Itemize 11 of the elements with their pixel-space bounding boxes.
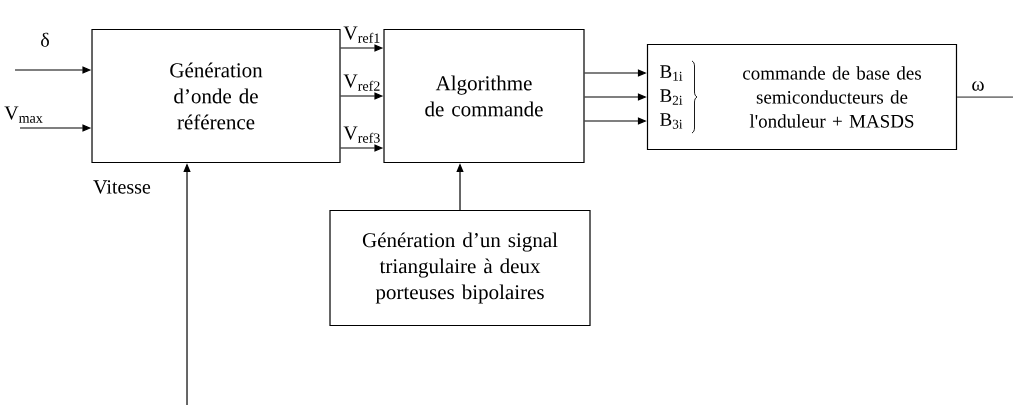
block-box: Génération d’onde de référence xyxy=(91,28,341,164)
edge-label: δ xyxy=(41,32,49,47)
block-box: Algorithme de commande xyxy=(383,28,585,164)
edge-label: ω xyxy=(972,81,984,91)
edge-label: Vitesse xyxy=(93,180,151,194)
block-box: B$_{1i}$ B$_{2i}$ B$_{3i}$ commande de base des semiconducteurs de l'onduleur + MASDS xyxy=(646,43,958,151)
edge-label: V$_{ref1}$ xyxy=(343,26,380,43)
block-box: Génération d’un signal triangulaire à deux porteuses bipolaires xyxy=(329,209,591,327)
edge-label: V$_{max}$ xyxy=(4,106,43,123)
edge-label: V$_{ref3}$ xyxy=(343,126,380,143)
edge-label: V$_{ref2}$ xyxy=(343,74,380,91)
